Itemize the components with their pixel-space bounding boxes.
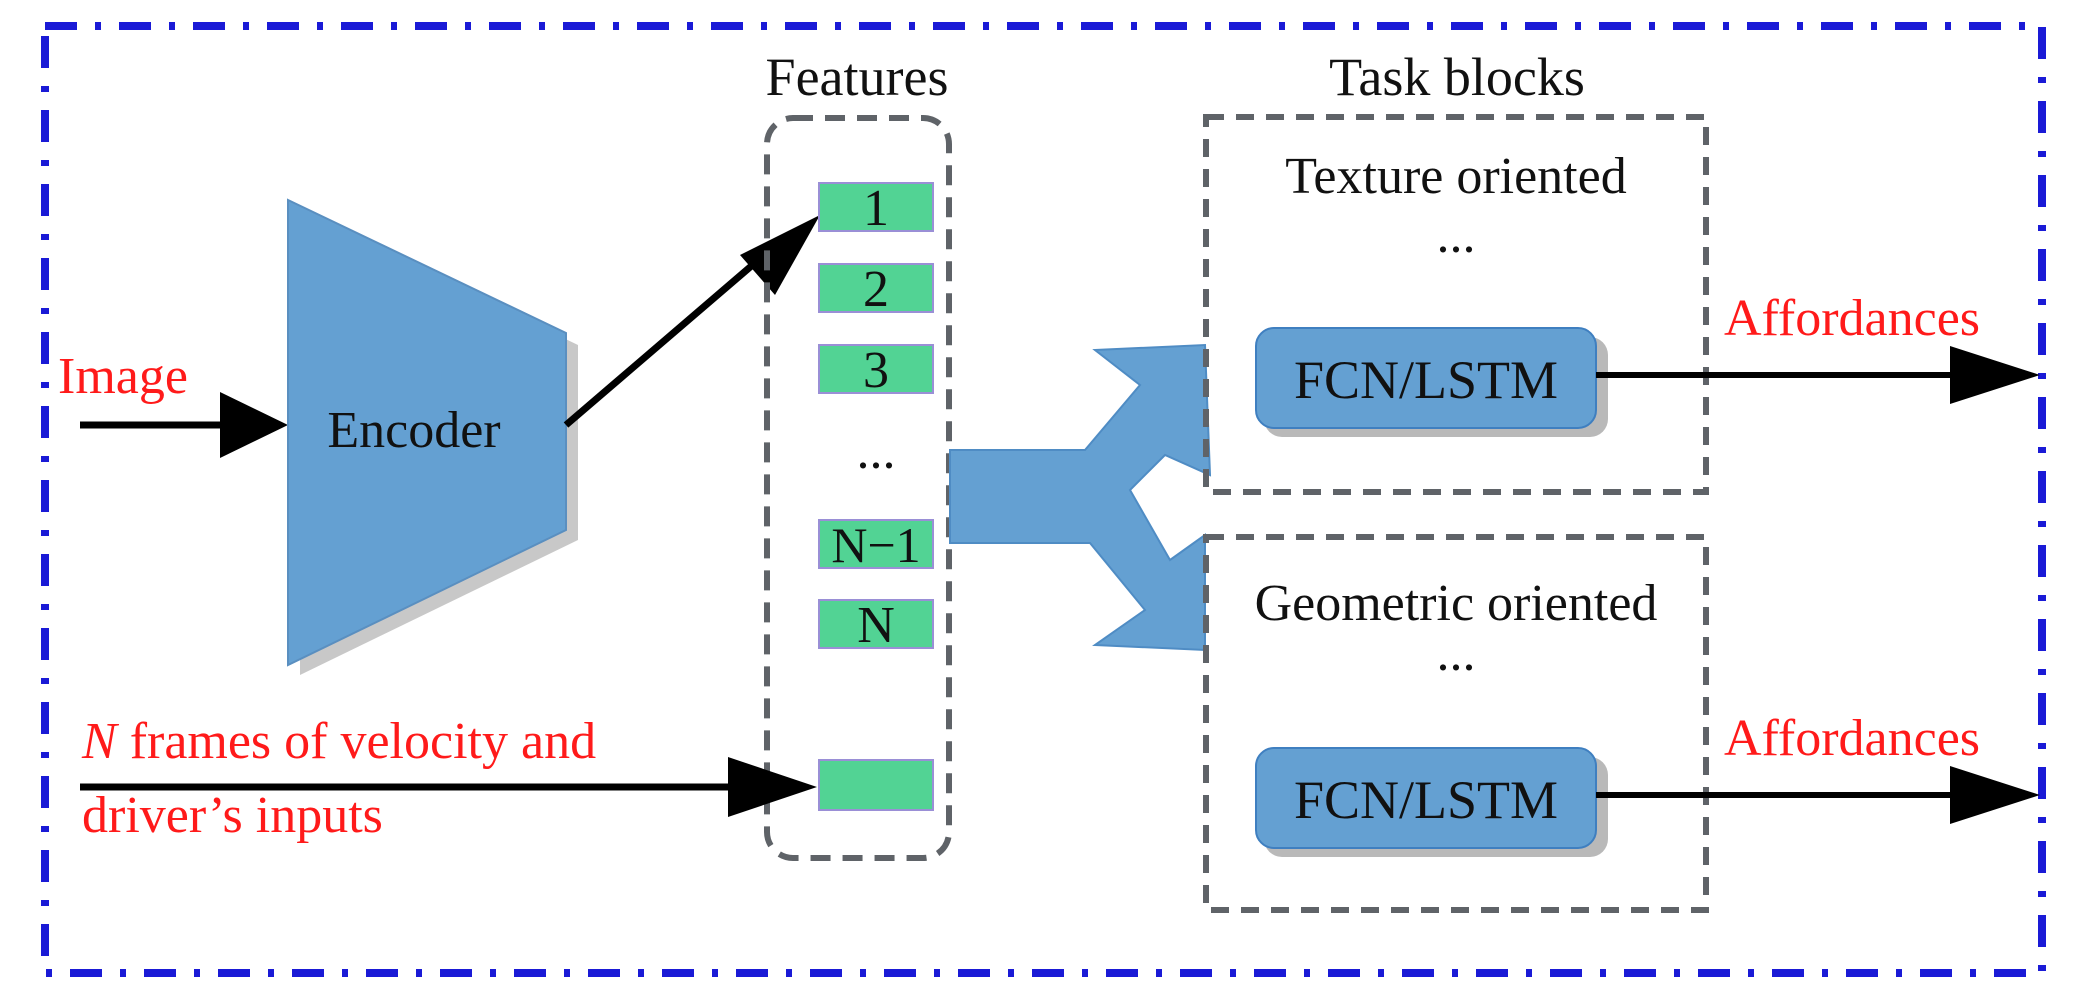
geometric-output-label: Affordances <box>1724 710 1980 767</box>
feature-item-n: N <box>818 597 934 654</box>
geometric-module-label: FCN/LSTM <box>1294 770 1558 830</box>
encoder-to-features-line <box>563 247 773 428</box>
features-title: Features <box>766 47 949 107</box>
texture-oriented-title: Texture oriented <box>1285 148 1626 205</box>
feature-item-1-label: 1 <box>863 180 889 237</box>
geometric-oriented-container <box>1203 534 1709 913</box>
feature-item-velocity <box>818 759 934 811</box>
feature-item-2-label: 2 <box>863 261 889 318</box>
texture-output-label: Affordances <box>1724 290 1980 347</box>
image-label: Image <box>58 348 188 405</box>
velocity-label-em: N <box>81 713 120 770</box>
branch-arrow <box>949 343 1212 652</box>
geometric-ellipsis: ... <box>1437 625 1476 682</box>
feature-item-2: 2 <box>818 261 934 318</box>
velocity-label-line2: driver’s inputs <box>82 787 383 844</box>
texture-output-arrowhead <box>1950 346 2040 404</box>
feature-item-3-label: 3 <box>863 342 889 399</box>
feature-item-3: 3 <box>818 342 934 399</box>
feature-item-n-label: N <box>857 597 895 654</box>
encoder-block <box>287 198 567 667</box>
image-input-arrowhead <box>220 392 288 458</box>
geometric-oriented-title: Geometric oriented <box>1255 575 1658 632</box>
velocity-label-line1-rest: frames of velocity and <box>117 713 596 770</box>
feature-item-n-minus-1-label: N−1 <box>831 517 920 573</box>
texture-module-label: FCN/LSTM <box>1294 350 1558 410</box>
feature-item-1: 1 <box>818 180 934 237</box>
outer-frame <box>41 22 2046 977</box>
texture-ellipsis: ... <box>1437 207 1476 264</box>
feature-item-n-minus-1: N−1 <box>818 517 934 573</box>
task-blocks-title: Task blocks <box>1329 47 1585 107</box>
velocity-input-arrowhead <box>728 757 817 817</box>
features-ellipsis: ... <box>857 423 896 480</box>
encoder-to-features-arrowhead <box>740 215 820 295</box>
texture-oriented-container <box>1203 114 1709 495</box>
velocity-label-line1: N frames of velocity and <box>81 713 596 770</box>
geometric-output-arrowhead <box>1950 766 2040 824</box>
encoder-label: Encoder <box>327 402 500 459</box>
